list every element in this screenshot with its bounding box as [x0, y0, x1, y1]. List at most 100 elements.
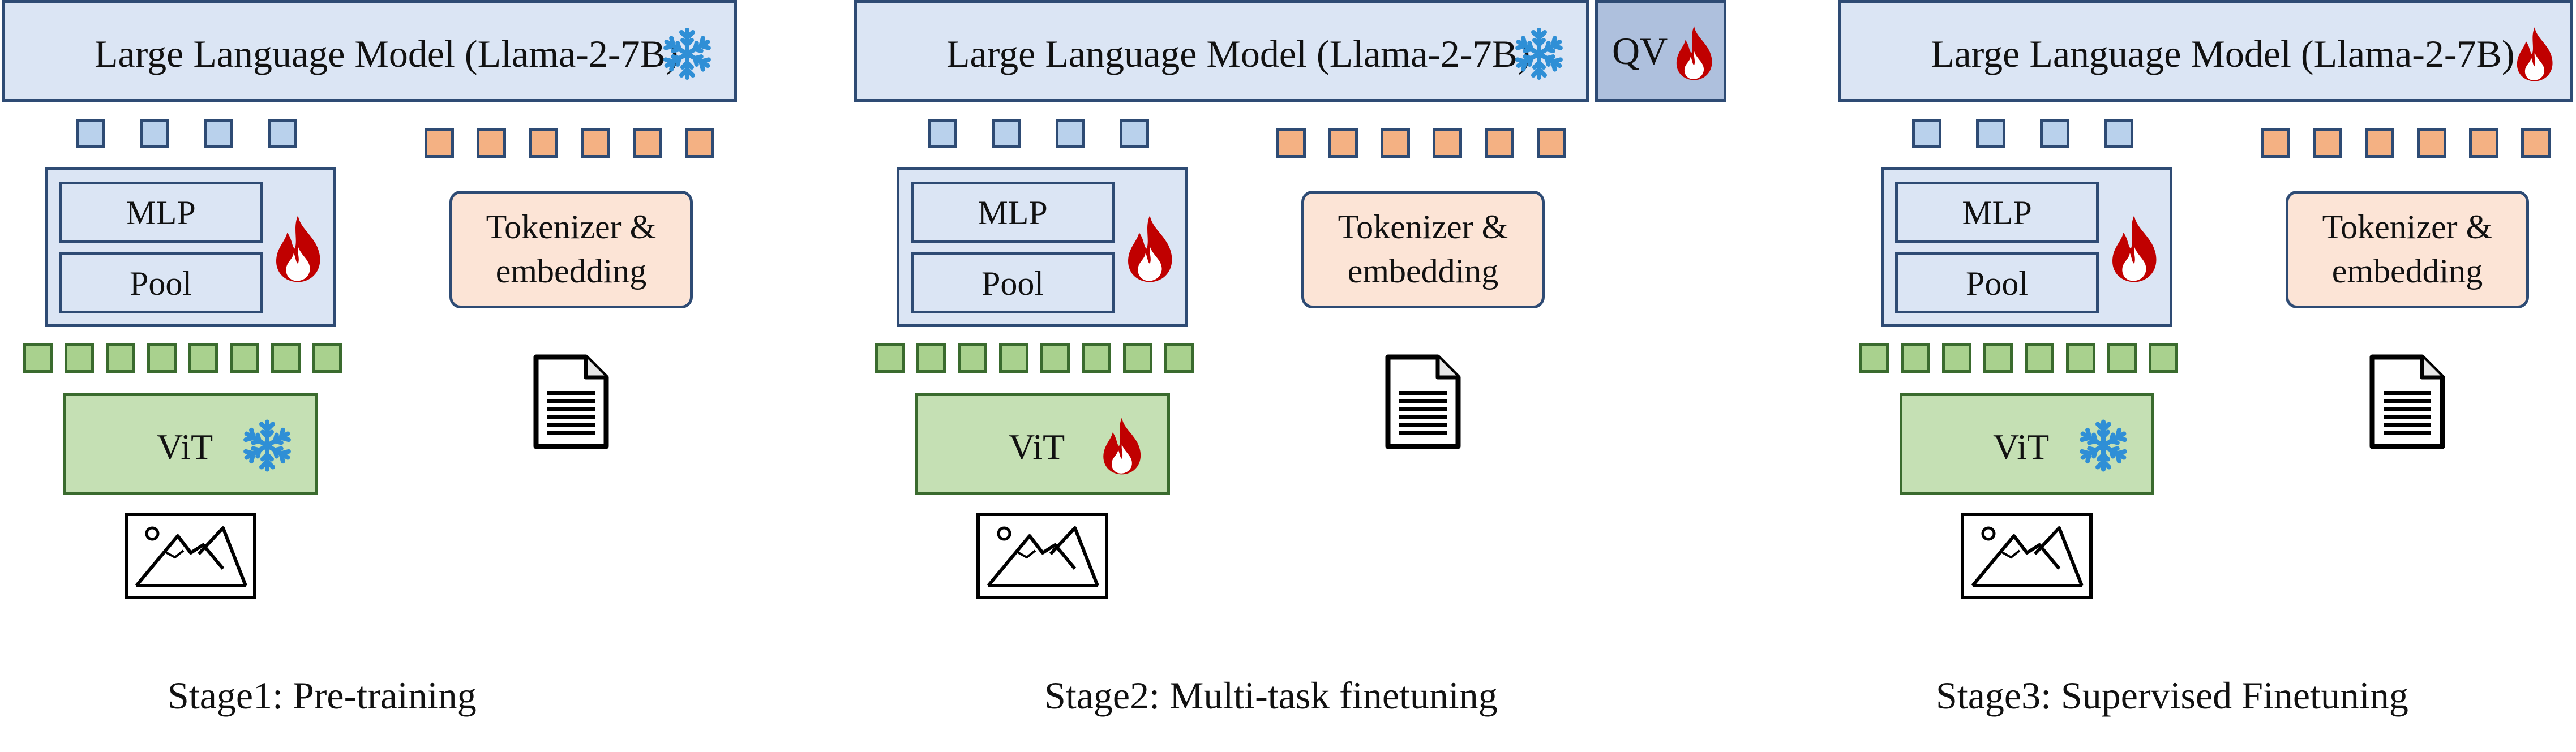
text-token: [2313, 128, 2342, 158]
vision-token: [268, 119, 297, 148]
vision-token: [140, 119, 169, 148]
vit-token: [999, 343, 1028, 373]
pool-box: Pool: [911, 252, 1115, 313]
vision-token: [1976, 119, 2005, 148]
vision-token: [76, 119, 105, 148]
vit-token: [1983, 343, 2013, 373]
snowflake-icon: [2080, 419, 2127, 472]
flame-icon: [1128, 215, 1172, 282]
vit-token: [230, 343, 259, 373]
vit-token: [1123, 343, 1152, 373]
vision-token: [2104, 119, 2133, 148]
tokenizer-box: Tokenizer & embedding: [2286, 191, 2529, 308]
vision-token: [1056, 119, 1085, 148]
vit-label: ViT: [157, 427, 213, 467]
vit-token: [958, 343, 987, 373]
vit-token: [1040, 343, 1070, 373]
llm-box: Large Language Model (Llama-2-7B): [1838, 0, 2573, 102]
text-token: [1381, 128, 1410, 158]
vision-token: [204, 119, 233, 148]
vit-token: [1859, 343, 1889, 373]
flame-icon: [1676, 26, 1712, 80]
snowflake-icon: [663, 28, 711, 80]
embedding-label: embedding: [495, 252, 647, 290]
text-token: [2417, 128, 2446, 158]
vit-token: [65, 343, 94, 373]
text-token: [1485, 128, 1514, 158]
qv-label: QV: [1612, 29, 1668, 72]
projector-box: MLP Pool: [897, 167, 1188, 327]
snowflake-icon: [243, 419, 291, 472]
flame-icon: [2517, 27, 2553, 81]
text-token: [685, 128, 714, 158]
vit-token: [1164, 343, 1194, 373]
vit-token: [2025, 343, 2054, 373]
tokenizer-box: Tokenizer & embedding: [449, 191, 693, 308]
document-icon: [2369, 354, 2445, 449]
document-icon: [1385, 354, 1461, 449]
vision-token: [992, 119, 1021, 148]
projector-box: MLP Pool: [1881, 167, 2172, 327]
vit-token: [1942, 343, 1971, 373]
vit-label: ViT: [1993, 427, 2050, 467]
text-token: [2521, 128, 2551, 158]
qv-box: QV: [1595, 0, 1726, 102]
tokenizer-box: Tokenizer & embedding: [1301, 191, 1545, 308]
llm-label: Large Language Model (Llama-2-7B): [95, 32, 679, 75]
llm-box: Large Language Model (Llama-2-7B): [2, 0, 737, 102]
vit-label: ViT: [1009, 427, 1065, 467]
text-token: [1328, 128, 1358, 158]
pool-box: Pool: [59, 252, 263, 313]
vit-token: [188, 343, 218, 373]
image-icon: [125, 513, 256, 599]
projector-box: MLP Pool: [45, 167, 336, 327]
vit-token: [106, 343, 135, 373]
text-token: [477, 128, 506, 158]
text-token: [1433, 128, 1462, 158]
image-icon: [976, 513, 1108, 599]
tokenizer-label: Tokenizer &: [486, 208, 657, 246]
text-token: [2469, 128, 2498, 158]
llm-label: Large Language Model (Llama-2-7B): [946, 32, 1531, 75]
vision-token: [928, 119, 957, 148]
vit-box: ViT: [63, 393, 318, 495]
text-token: [2261, 128, 2290, 158]
tokenizer-label: Tokenizer &: [2322, 208, 2493, 246]
embedding-label: embedding: [1347, 252, 1499, 290]
vit-token: [916, 343, 946, 373]
vit-token: [23, 343, 53, 373]
pool-box: Pool: [1895, 252, 2099, 313]
stage-caption: Stage1: Pre-training: [168, 674, 477, 717]
llm-box: Large Language Model (Llama-2-7B): [854, 0, 1589, 102]
vit-token: [1901, 343, 1930, 373]
stage-1: Large Language Model (Llama-2-7B) MLP Po…: [2, 0, 885, 752]
flame-icon: [276, 215, 320, 282]
vit-token: [2107, 343, 2137, 373]
vision-token: [2040, 119, 2069, 148]
vit-token: [312, 343, 342, 373]
text-token: [1537, 128, 1566, 158]
mlp-box: MLP: [911, 182, 1115, 243]
text-token: [2365, 128, 2394, 158]
text-token: [633, 128, 662, 158]
vit-box: ViT: [915, 393, 1170, 495]
mlp-box: MLP: [1895, 182, 2099, 243]
flame-icon: [1103, 418, 1141, 475]
embedding-label: embedding: [2331, 252, 2483, 290]
text-token: [1276, 128, 1306, 158]
text-token: [581, 128, 610, 158]
stage-2: Large Language Model (Llama-2-7B) QV MLP…: [854, 0, 1737, 752]
vit-token: [271, 343, 301, 373]
mlp-box: MLP: [59, 182, 263, 243]
vit-token: [147, 343, 177, 373]
llm-label: Large Language Model (Llama-2-7B): [1931, 32, 2515, 75]
stage-caption: Stage3: Supervised Finetuning: [1936, 674, 2408, 717]
vit-token: [2066, 343, 2095, 373]
flame-icon: [2112, 215, 2157, 282]
text-token: [425, 128, 454, 158]
stage-3: Large Language Model (Llama-2-7B) MLP Po…: [1838, 0, 2576, 752]
stage-caption: Stage2: Multi-task finetuning: [1044, 674, 1498, 717]
snowflake-icon: [1515, 28, 1563, 80]
vit-token: [875, 343, 905, 373]
text-token: [529, 128, 558, 158]
